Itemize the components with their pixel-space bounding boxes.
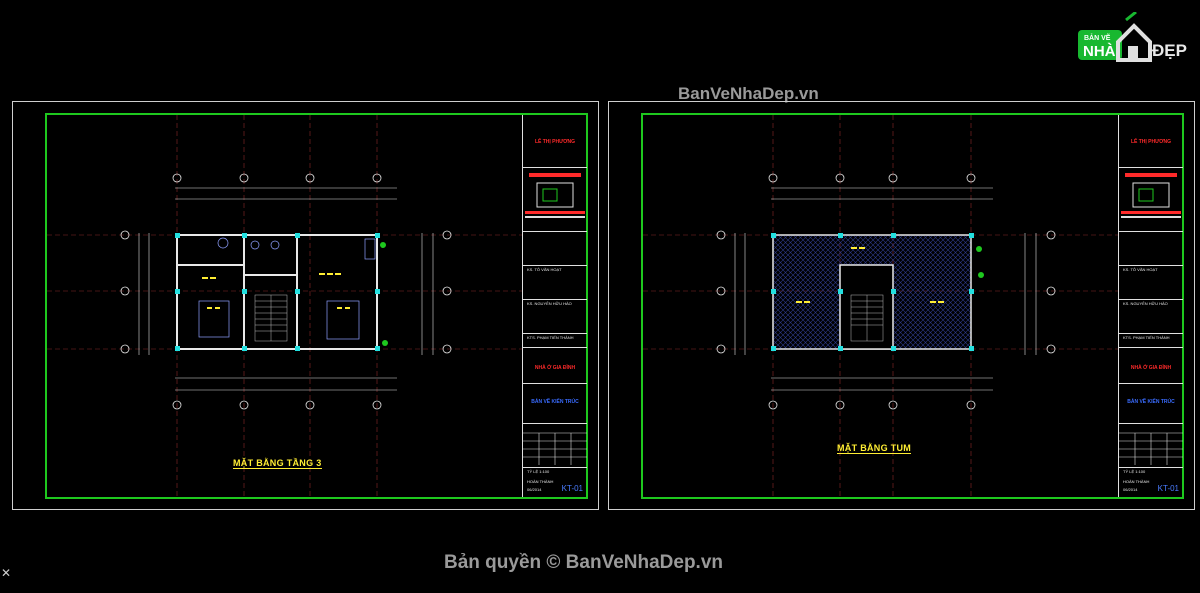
- drawing-title-1: MẶT BẰNG TẦNG 3: [233, 458, 322, 469]
- divider: [523, 383, 587, 384]
- designer-2: KS. NGUYỄN HỮU HÀO: [1123, 301, 1168, 306]
- floor-plan-3: [47, 115, 522, 497]
- divider: [1119, 231, 1183, 232]
- divider: [523, 347, 587, 348]
- divider: [1119, 383, 1183, 384]
- owner-name: LÊ THỊ PHƯƠNG: [1130, 139, 1172, 145]
- watermark-bottom: Bản quyền © BanVeNhaDep.vn: [444, 552, 724, 573]
- sheet-2-inner-frame: MẶT BẰNG TUM LÊ THỊ PHƯƠNG KS. TÔ VĂN HO…: [641, 113, 1184, 499]
- scale-label: TỶ LỆ 1:100: [527, 469, 550, 474]
- date-value: 06/2014: [1123, 487, 1138, 492]
- revision-table: [523, 432, 587, 465]
- title-block-1: LÊ THỊ PHƯƠNG KS. TÔ VĂN HOẠT KS. NGUYỄN…: [522, 115, 587, 497]
- checker: KTS. PHẠM TIẾN THÀNH: [1123, 335, 1170, 340]
- location-thumbnail: [525, 173, 585, 218]
- revision-table: [1119, 432, 1183, 465]
- drawing-sheet-2: MẶT BẰNG TUM LÊ THỊ PHƯƠNG KS. TÔ VĂN HO…: [608, 101, 1195, 510]
- divider: [1119, 467, 1183, 468]
- scale-label: TỶ LỆ 1:100: [1123, 469, 1146, 474]
- divider: [1119, 333, 1183, 334]
- date-label: HOÀN THÀNH: [527, 479, 554, 484]
- sheet-1-inner-frame: MẶT BẰNG TẦNG 3 LÊ THỊ PHƯƠNG KS. TÔ VĂN…: [45, 113, 588, 499]
- checker: KTS. PHẠM TIẾN THÀNH: [527, 335, 574, 340]
- sheet-number: KT-01: [561, 484, 583, 493]
- logo-nha-text: NHÀ: [1083, 43, 1116, 60]
- owner-name: LÊ THỊ PHƯƠNG: [534, 139, 576, 145]
- banvenhadep-logo: BẢN VẼ NHÀ ĐẸP: [1078, 10, 1190, 70]
- designer-1: KS. TÔ VĂN HOẠT: [527, 267, 562, 272]
- close-icon[interactable]: ✕: [1, 566, 12, 580]
- drawing-subtitle: BẢN VẼ KIẾN TRÚC: [531, 399, 579, 405]
- logo-small-text: BẢN VẼ: [1084, 33, 1111, 42]
- divider: [523, 167, 587, 168]
- sheet-number: KT-01: [1157, 484, 1179, 493]
- drawing-title-2: MẶT BẰNG TUM: [837, 443, 912, 454]
- drawing-sheet-1: MẶT BẰNG TẦNG 3 LÊ THỊ PHƯƠNG KS. TÔ VĂN…: [12, 101, 599, 510]
- divider: [1119, 167, 1183, 168]
- title-block-2: LÊ THỊ PHƯƠNG KS. TÔ VĂN HOẠT KS. NGUYỄN…: [1118, 115, 1183, 497]
- divider: [523, 265, 587, 266]
- designer-1: KS. TÔ VĂN HOẠT: [1123, 267, 1158, 272]
- divider: [1119, 423, 1183, 424]
- designer-2: KS. NGUYỄN HỮU HÀO: [527, 301, 572, 306]
- roof-plan: [643, 115, 1118, 497]
- date-value: 06/2014: [527, 487, 542, 492]
- watermark-top: BanVeNhaDep.vn: [678, 84, 819, 103]
- divider: [1119, 265, 1183, 266]
- drawing-subtitle: BẢN VẼ KIẾN TRÚC: [1127, 399, 1175, 405]
- date-label: HOÀN THÀNH: [1123, 479, 1150, 484]
- divider: [1119, 347, 1183, 348]
- divider: [1119, 299, 1183, 300]
- divider: [523, 231, 587, 232]
- divider: [523, 467, 587, 468]
- location-thumbnail: [1121, 173, 1181, 218]
- logo-dep-text: ĐẸP: [1152, 41, 1187, 60]
- divider: [523, 333, 587, 334]
- project-name: NHÀ Ở GIA ĐÌNH: [534, 365, 576, 371]
- project-name: NHÀ Ở GIA ĐÌNH: [1130, 365, 1172, 371]
- divider: [523, 423, 587, 424]
- divider: [523, 299, 587, 300]
